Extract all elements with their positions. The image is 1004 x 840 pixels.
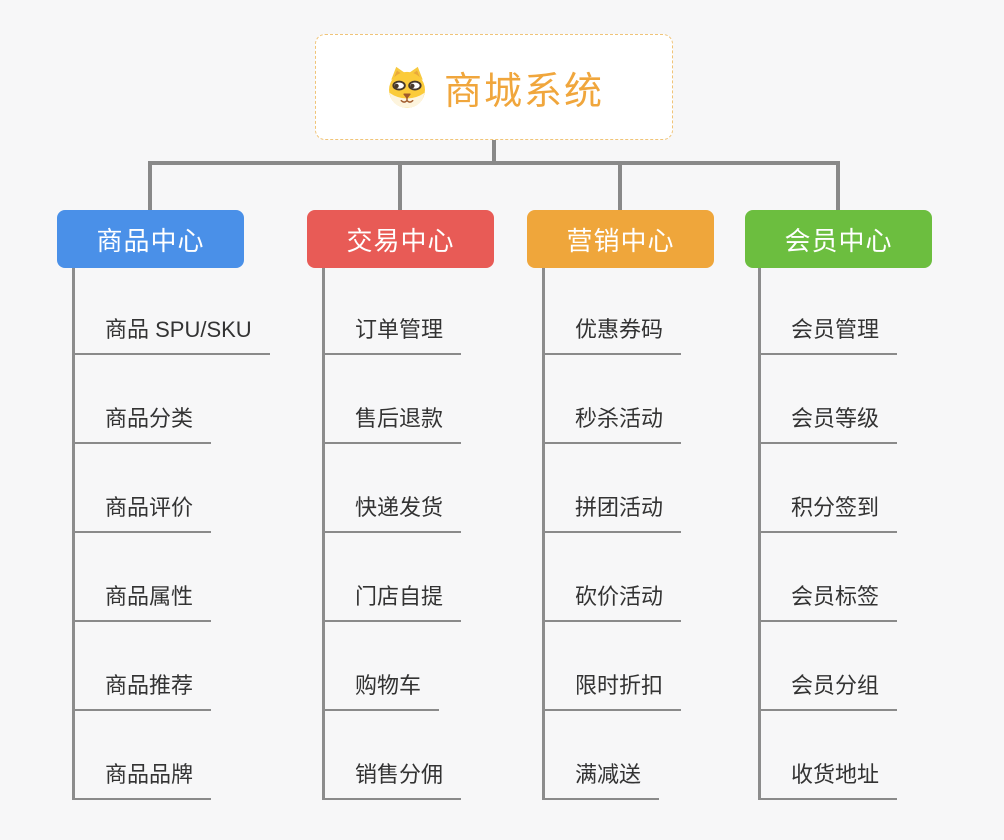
branch-children-trade: 订单管理 售后退款 快递发货 门店自提 购物车 销售分佣 [322,268,462,800]
leaf-node[interactable]: 满减送 [545,762,660,800]
connector-root-stub [492,140,496,163]
branch-label: 交易中心 [346,225,455,256]
root-node-title: 商城系统 [443,70,604,113]
leaf-node[interactable]: 购物车 [325,673,440,711]
branch-node-marketing-center[interactable]: 营销中心 [527,210,714,268]
leaf-node[interactable]: 收货地址 [761,762,898,800]
leaf-node[interactable]: 商品品牌 [75,762,212,800]
branch-node-member-center[interactable]: 会员中心 [745,210,932,268]
leaf-node[interactable]: 商品属性 [75,584,212,622]
branch-node-product-center[interactable]: 商品中心 [57,210,244,268]
branch-label: 营销中心 [566,225,675,256]
leaf-node[interactable]: 砍价活动 [545,584,682,622]
leaf-node[interactable]: 优惠券码 [545,317,682,355]
leaf-node[interactable]: 商品推荐 [75,673,212,711]
leaf-node[interactable]: 售后退款 [325,406,462,444]
leaf-node[interactable]: 商品 SPU/SKU [75,317,270,355]
leaf-node[interactable]: 积分签到 [761,495,898,533]
leaf-node[interactable]: 拼团活动 [545,495,682,533]
connector-horizontal-line [148,161,840,165]
connector-drop-trade [398,161,402,210]
leaf-node[interactable]: 会员标签 [761,584,898,622]
leaf-node[interactable]: 会员分组 [761,673,898,711]
connector-drop-marketing [618,161,622,210]
branch-children-product: 商品 SPU/SKU 商品分类 商品评价 商品属性 商品推荐 商品品牌 [72,268,270,800]
leaf-node[interactable]: 会员等级 [761,406,898,444]
leaf-node[interactable]: 会员管理 [761,317,898,355]
shiba-dog-icon [389,66,425,108]
leaf-node[interactable]: 订单管理 [325,317,462,355]
leaf-node[interactable]: 商品分类 [75,406,212,444]
branch-children-marketing: 优惠券码 秒杀活动 拼团活动 砍价活动 限时折扣 满减送 [542,268,682,800]
connector-drop-member [836,161,840,210]
leaf-node[interactable]: 秒杀活动 [545,406,682,444]
branch-label: 会员中心 [784,225,893,256]
leaf-node[interactable]: 门店自提 [325,584,462,622]
leaf-node[interactable]: 限时折扣 [545,673,682,711]
leaf-node[interactable]: 快递发货 [325,495,462,533]
leaf-node[interactable]: 销售分佣 [325,762,462,800]
root-node-mall-system[interactable]: 商城系统 [315,34,673,140]
branch-node-trade-center[interactable]: 交易中心 [307,210,494,268]
branch-children-member: 会员管理 会员等级 积分签到 会员标签 会员分组 收货地址 [758,268,898,800]
leaf-node[interactable]: 商品评价 [75,495,212,533]
connector-drop-product [148,161,152,210]
branch-label: 商品中心 [96,225,205,256]
